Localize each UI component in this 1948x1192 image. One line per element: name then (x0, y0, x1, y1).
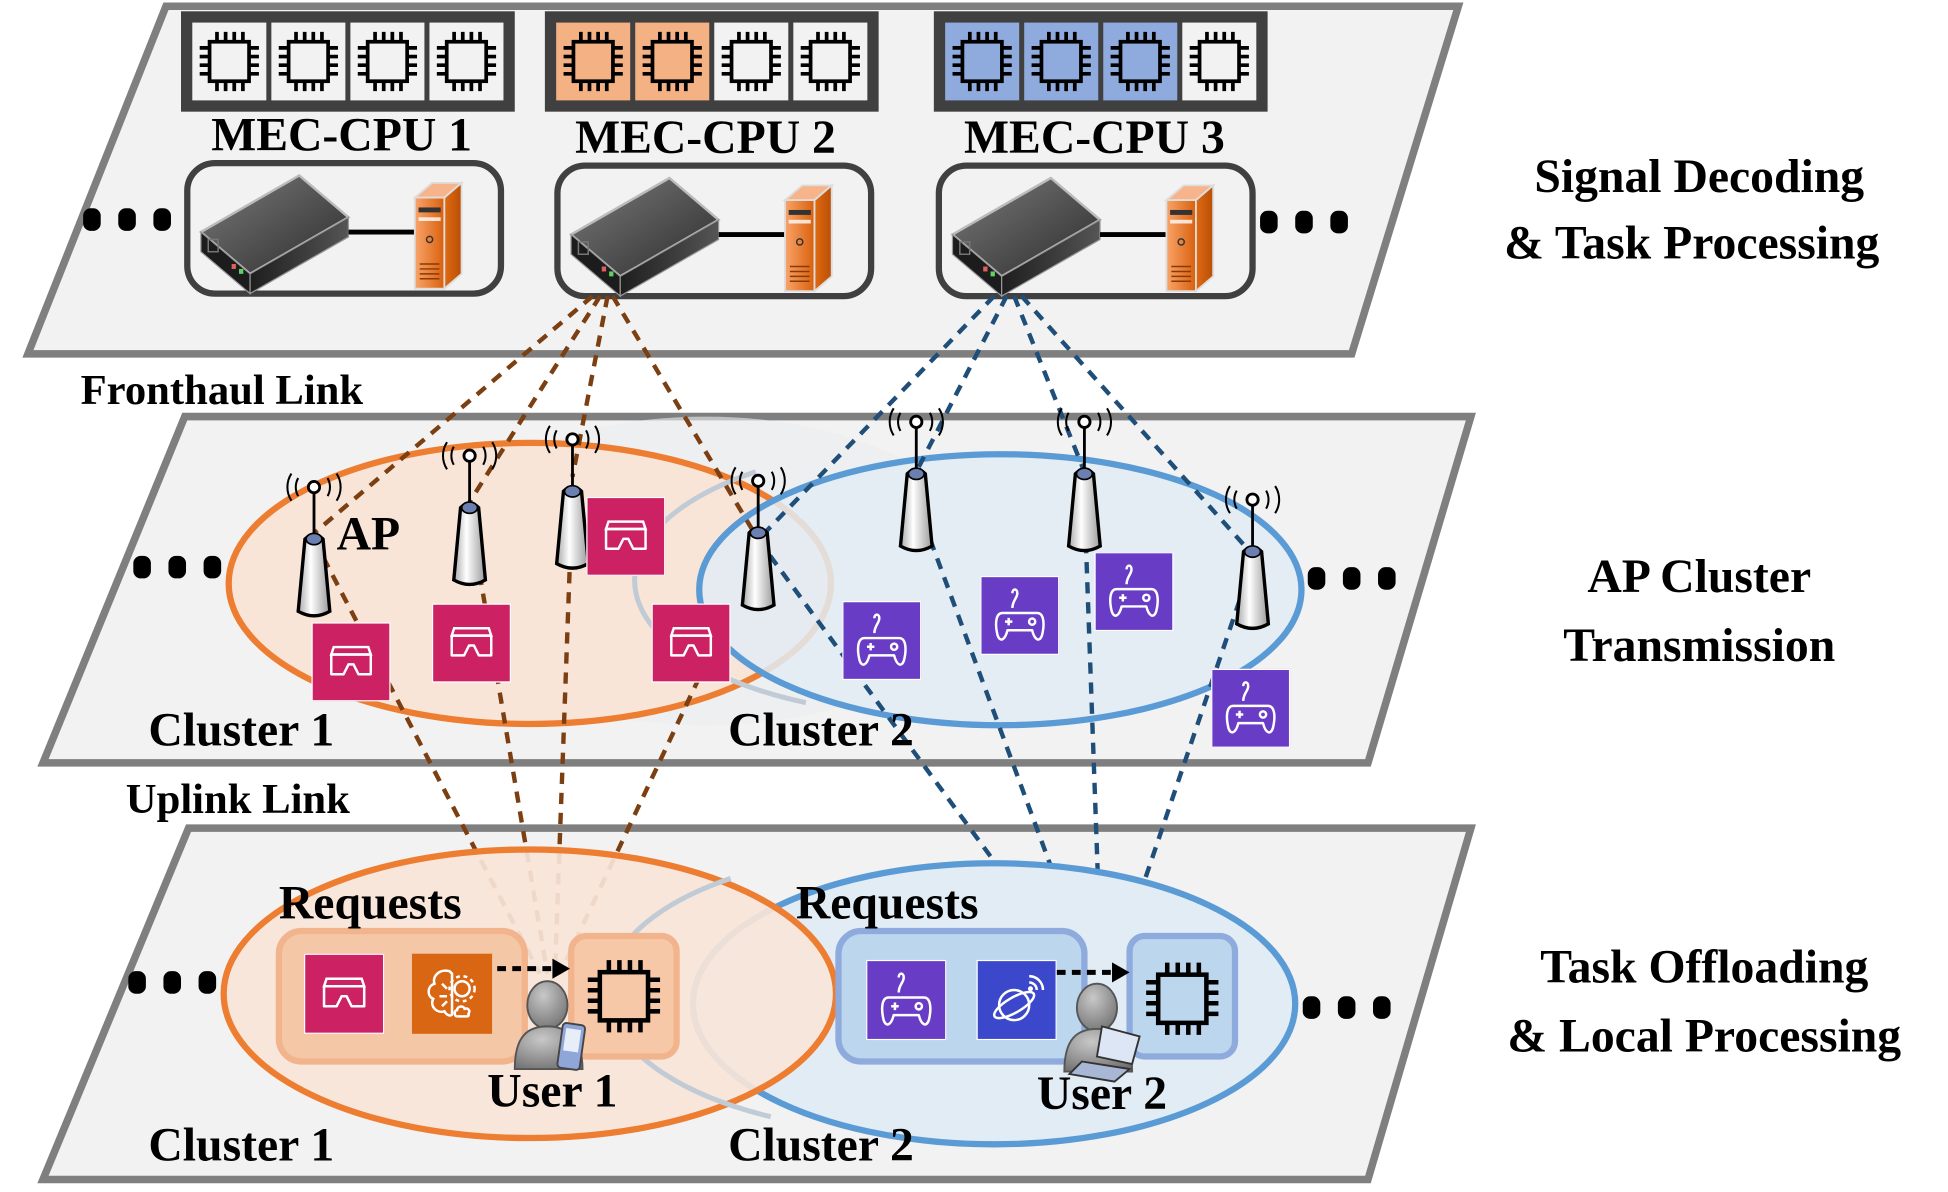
layer3-title-line1: Task Offloading (1540, 941, 1868, 993)
cpu-core-used (945, 22, 1020, 101)
ellipsis-left-middle (133, 555, 222, 579)
cpu-core-used (556, 22, 631, 101)
fronthaul-link-label: Fronthaul Link (81, 367, 364, 414)
ap-cluster-2-label: Cluster 2 (728, 704, 914, 756)
cpu-core-idle (192, 22, 267, 101)
vr-headset-icon (431, 603, 512, 683)
user2-label: User 2 (1037, 1068, 1167, 1120)
user2-avatar (1063, 982, 1141, 1083)
gamepad-icon (866, 959, 947, 1041)
vr-headset-icon (311, 622, 391, 702)
user1-requests-group (275, 927, 528, 1065)
mec-cpu-1-cores (181, 11, 515, 112)
mec-cpu-1-label: MEC-CPU 1 (211, 110, 472, 162)
ai-brain-icon (411, 953, 493, 1034)
ellipsis-left-bottom (128, 971, 217, 994)
cpu-core-idle (429, 22, 504, 101)
user2-local-cpu (1126, 932, 1239, 1060)
user1-requests-label: Requests (279, 877, 462, 929)
user-cluster-2-label: Cluster 2 (728, 1120, 914, 1172)
cpu-core-idle (1182, 22, 1257, 101)
cpu-core-used (635, 22, 710, 101)
mec-cpu-3-label: MEC-CPU 3 (964, 112, 1225, 164)
layer1-title-line2: & Task Processing (1504, 217, 1879, 269)
mec-cpu-core-arrays (181, 11, 1268, 112)
uplink-link-label: Uplink Link (126, 776, 350, 823)
mec-server-1 (184, 159, 505, 297)
mec-cpu-3-cores (933, 11, 1268, 112)
gamepad-icon (1211, 668, 1291, 748)
ellipsis-right-bottom (1302, 996, 1391, 1019)
ellipsis-right-middle (1307, 567, 1396, 590)
fronthaul-links-cpu2 (312, 294, 761, 541)
layer2-title-line1: AP Cluster (1587, 551, 1811, 603)
satellite-globe-icon (976, 959, 1057, 1041)
fronthaul-links-cpu3 (756, 294, 1255, 557)
ap-label: AP (337, 509, 401, 561)
cpu-core-idle (271, 22, 346, 101)
mec-server-2 (554, 162, 875, 300)
cpu-core-idle (350, 22, 425, 101)
cpu-core-idle (714, 22, 789, 101)
user1-label: User 1 (487, 1066, 617, 1118)
user-cluster-1-label: Cluster 1 (148, 1120, 334, 1172)
laptop-icon (1067, 1025, 1141, 1083)
gamepad-icon (980, 575, 1060, 655)
vr-headset-icon (586, 496, 666, 576)
mec-server-3 (935, 162, 1256, 300)
layer2-title-line2: Transmission (1563, 620, 1835, 672)
smartphone-icon (556, 1022, 587, 1071)
ap-cluster-1-label: Cluster 1 (148, 704, 334, 756)
gamepad-icon (1094, 552, 1174, 632)
user2-requests-label: Requests (796, 877, 979, 929)
layer3-title-line2: & Local Processing (1507, 1010, 1901, 1062)
ellipsis-left-top (83, 208, 171, 231)
vr-headset-icon (651, 603, 731, 683)
gamepad-icon (842, 601, 922, 681)
ellipsis-right-top (1260, 210, 1348, 234)
cpu-core-used (1024, 22, 1099, 101)
mec-cpu-2-label: MEC-CPU 2 (575, 112, 836, 164)
offload-arrow-user2 (1056, 962, 1130, 983)
user1-local-cpu (568, 932, 680, 1060)
mec-cpu-2-cores (544, 11, 879, 112)
user1-avatar (513, 980, 587, 1071)
offload-arrow-user1 (497, 958, 570, 979)
vr-headset-icon (303, 953, 385, 1034)
cpu-core-used (1103, 22, 1178, 101)
cpu-core-idle (793, 22, 868, 101)
user2-requests-group (835, 927, 1088, 1065)
layer1-title-line1: Signal Decoding (1534, 151, 1864, 203)
